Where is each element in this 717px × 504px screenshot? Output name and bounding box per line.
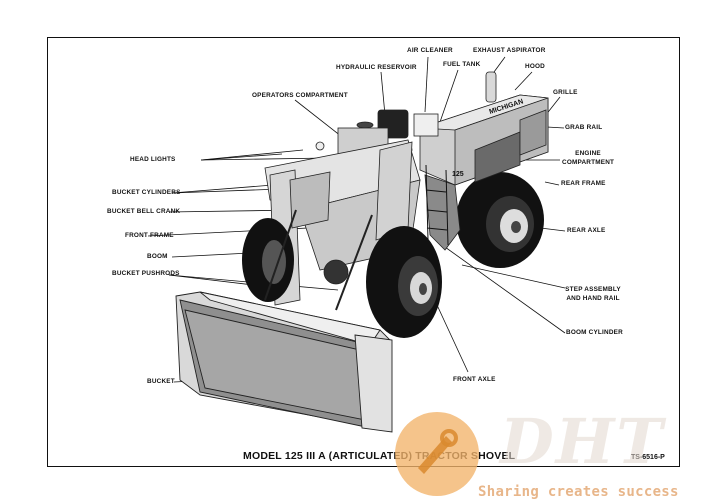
label-bucket: BUCKET: [147, 378, 175, 385]
label-hydraulic-reservoir: HYDRAULIC RESERVOIR: [336, 64, 417, 71]
label-grab-rail: GRAB RAIL: [565, 124, 603, 131]
label-air-cleaner: AIR CLEANER: [407, 47, 453, 54]
rear-wheel: [456, 172, 544, 268]
label-operators-compartment: OPERATORS COMPARTMENT: [252, 92, 348, 99]
label-boom-cylinder: BOOM CYLINDER: [566, 329, 623, 336]
label-rear-frame: REAR FRAME: [561, 180, 606, 187]
label-bucket-pushrods: BUCKET PUSHRODS: [112, 270, 180, 277]
label-head-lights: HEAD LIGHTS: [130, 156, 176, 163]
right-front-wheel: [366, 226, 442, 338]
figure-code: TS-6516-P: [631, 454, 665, 461]
label-engine-compartment: ENGINE COMPARTMENT: [562, 150, 615, 166]
watermark-logo: DHT: [500, 405, 665, 478]
label-bucket-bell-crank: BUCKET BELL CRANK: [107, 208, 181, 215]
rear-body: [413, 71, 549, 251]
label-exhaust-aspirator: EXHAUST ASPIRATOR: [473, 47, 546, 54]
label-hood: HOOD: [525, 63, 545, 70]
label-step-assembly: STEP ASSEMBLY AND HAND RAIL: [565, 286, 621, 302]
figure-border: [47, 37, 680, 467]
label-grille: GRILLE: [553, 89, 578, 96]
label-fuel-tank: FUEL TANK: [443, 61, 481, 68]
watermark-slogan: Sharing creates success: [478, 484, 679, 500]
label-rear-axle: REAR AXLE: [567, 227, 606, 234]
bucket-pushrods: [264, 209, 373, 311]
model-badge: 125: [452, 171, 464, 178]
label-front-axle: FRONT AXLE: [453, 376, 496, 383]
label-front-frame: FRONT FRAME: [125, 232, 174, 239]
label-boom: BOOM: [147, 253, 168, 260]
step-assembly: [425, 164, 449, 246]
label-bucket-cylinders: BUCKET CYLINDERS: [112, 189, 181, 196]
bucket: [175, 291, 393, 433]
figure-caption: MODEL 125 III A (ARTICULATED) TRACTOR SH…: [243, 450, 516, 462]
left-front-wheel: [242, 218, 294, 302]
